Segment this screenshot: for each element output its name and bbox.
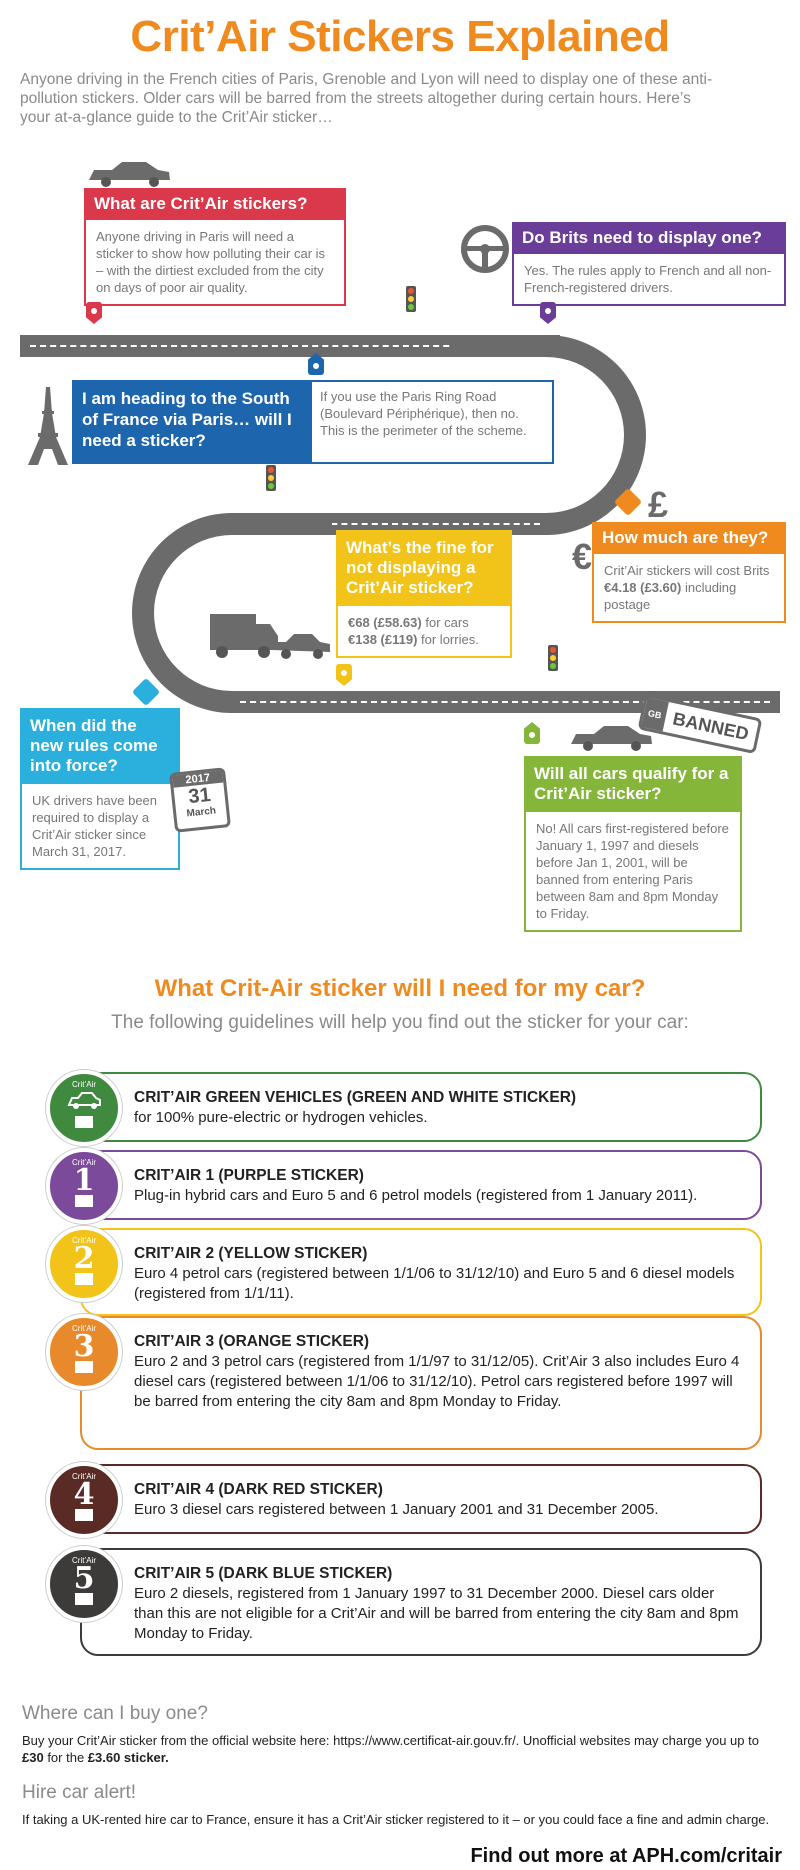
price-tag-icon [131,677,161,707]
sticker-badge-label: Crit’Air [72,1080,96,1089]
qr-code-icon [75,1361,93,1373]
box-qualify-body: No! All cars first-registered before Jan… [524,812,742,932]
box-fine-body: €68 (£58.63) for cars €138 (£119) for lo… [336,606,512,658]
car-icon [571,726,652,751]
traffic-light-icon [406,286,416,312]
sticker-card-body: Euro 3 diesel cars registered between 1 … [134,1501,659,1518]
box-what-are-body: Anyone driving in Paris will need a stic… [84,220,346,306]
box-when-body: UK drivers have been required to display… [20,784,180,870]
box-when: When did the new rules come into force? … [20,708,180,870]
car-icon [89,162,170,187]
hire-heading: Hire car alert! [22,1782,137,1803]
box-do-brits: Do Brits need to display one? Yes. The r… [512,222,786,306]
box-south-body: If you use the Paris Ring Road (Boulevar… [312,380,554,464]
lorry-and-car-icon [210,614,330,659]
sticker-card-body: for 100% pure-electric or hydrogen vehic… [134,1109,428,1126]
sticker-section-title: What Crit-Air sticker will I need for my… [154,975,646,1002]
box-fine-heading: What’s the fine for not displaying a Cri… [336,530,512,606]
intro-text: Anyone driving in the French cities of P… [20,71,713,126]
sticker-badge-label: Crit’Air [72,1236,96,1245]
sticker-card: CRIT’AIR GREEN VEHICLES (GREEN AND WHITE… [80,1072,762,1142]
pound-icon: £ [648,484,669,525]
box-do-brits-heading: Do Brits need to display one? [512,222,786,254]
cost-text-end: including postage [604,580,737,612]
box-when-heading: When did the new rules come into force? [20,708,180,784]
sticker-card-body: Plug-in hybrid cars and Euro 5 and 6 pet… [134,1187,698,1204]
sticker-badge-number: 2 [73,1241,95,1276]
road-middle-dashes [240,523,540,525]
qr-code-icon [75,1273,93,1285]
sticker-card: CRIT’AIR 2 (YELLOW STICKER) Euro 4 petrol… [80,1228,762,1316]
sticker-card-title: CRIT’AIR 5 (DARK BLUE STICKER) [134,1565,393,1582]
sticker-section-subtitle: The following guidelines will help you f… [111,1012,689,1033]
sticker-card: CRIT’AIR 3 (ORANGE STICKER) Euro 2 and 3 … [80,1316,762,1450]
steering-wheel-icon [461,225,509,273]
qr-code-icon [75,1593,93,1605]
sticker-badge-number: 4 [73,1477,95,1512]
hire-text: If taking a UK-rented hire car to France… [22,1812,770,1827]
sticker-card: CRIT’AIR 4 (DARK RED STICKER) Euro 3 dies… [80,1464,762,1534]
sticker-badge-number: 1 [73,1163,95,1198]
sticker-card-body: Euro 2 diesels, registered from 1 Januar… [134,1585,739,1642]
qr-code-icon [75,1509,93,1521]
buy-text: Buy your Crit’Air sticker from the offic… [22,1733,759,1765]
box-fine: What’s the fine for not displaying a Cri… [336,530,512,658]
sticker-card-title: CRIT’AIR 4 (DARK RED STICKER) [134,1481,383,1498]
qr-code-icon [75,1195,93,1207]
calendar-icon: 2017 31 March [169,767,231,833]
cost-text: Crit’Air stickers will cost Brits [604,563,770,578]
sticker-card-title: CRIT’AIR 2 (YELLOW STICKER) [134,1245,368,1262]
sticker-badge-label: Crit’Air [72,1158,96,1167]
sticker-badge-label: Crit’Air [72,1556,96,1565]
sticker-card-body: Euro 2 and 3 petrol cars (registered fro… [134,1353,740,1410]
sticker-badge-label: Crit’Air [72,1324,96,1333]
find-out-more-link[interactable]: Find out more at APH.com/critair [470,1845,782,1867]
sticker-badge-number: 3 [73,1329,95,1364]
box-south-of-france: I am heading to the South of France via … [72,380,554,464]
box-what-are-heading: What are Crit’Air stickers? [84,188,346,220]
location-pin-icon [86,302,102,324]
fine-lorries: €138 (£119) for lorries. [348,632,479,647]
road-bottom-dashes [240,701,770,703]
box-how-much: How much are they? Crit’Air stickers wil… [592,522,786,623]
traffic-light-icon [548,645,558,671]
sticker-badge-number: 5 [73,1561,95,1596]
location-pin-icon [336,664,352,686]
page-title: Crit’Air Stickers Explained [130,12,670,61]
location-pin-icon [540,302,556,324]
fine-cars: €68 (£58.63) for cars [348,615,469,630]
traffic-light-icon [266,465,276,491]
box-south-heading: I am heading to the South of France via … [72,380,312,464]
buy-heading: Where can I buy one? [22,1703,208,1724]
box-qualify-heading: Will all cars qualify for a Crit’Air sti… [524,756,742,812]
sticker-badge-label: Crit’Air [72,1472,96,1481]
sticker-card-title: CRIT’AIR 1 (PURPLE STICKER) [134,1167,364,1184]
eiffel-tower-icon [28,387,68,465]
box-what-are: What are Crit’Air stickers? Anyone drivi… [84,188,346,306]
box-do-brits-body: Yes. The rules apply to French and all n… [512,254,786,306]
sticker-card-body: Euro 4 petrol cars (registered between 1… [134,1265,735,1302]
sticker-card: CRIT’AIR 5 (DARK BLUE STICKER) Euro 2 die… [80,1548,762,1656]
box-how-much-body: Crit’Air stickers will cost Brits €4.18 … [592,554,786,623]
euro-icon: € [572,536,593,577]
box-how-much-heading: How much are they? [592,522,786,554]
road-top-dashes [30,345,550,347]
location-pin-icon [524,722,540,744]
box-qualify: Will all cars qualify for a Crit’Air sti… [524,756,742,932]
qr-code-icon [75,1116,93,1128]
cost-amount: €4.18 (£3.60) [604,580,682,595]
sticker-card: CRIT’AIR 1 (PURPLE STICKER) Plug-in hybri… [80,1150,762,1220]
sticker-badge-icon: Crit’Air [46,1070,122,1146]
electric-car-icon [67,1092,101,1109]
sticker-card-title: CRIT’AIR GREEN VEHICLES (GREEN AND WHITE… [134,1089,577,1106]
sticker-card-title: CRIT’AIR 3 (ORANGE STICKER) [134,1333,370,1350]
